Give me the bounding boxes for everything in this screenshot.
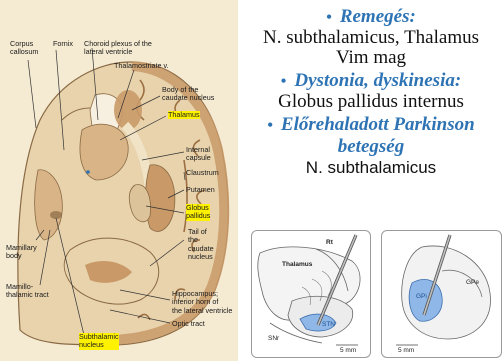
label-gpi: GPi (416, 293, 427, 300)
target-list: • Remegés: N. subthalamicus, Thalamus Vim… (238, 6, 504, 179)
label-rt: Rt (326, 239, 333, 246)
scale-bar-label: 5 mm (340, 347, 356, 354)
label-gpe: GPe (466, 279, 479, 286)
bullet-item-tremor: • Remegés: N. subthalamicus, Thalamus Vim… (238, 6, 504, 68)
label-mamillothalamic-tract: Mamillo- thalamic tract (6, 283, 49, 300)
label-tail-caudate-nucleus: Tail of the caudate nucleus (188, 228, 214, 262)
scale-bar-label: 5 mm (398, 347, 414, 354)
bullet-heading: Előrehaladott Parkinson betegség (281, 114, 475, 157)
bullet-heading: Remegés: (340, 6, 416, 27)
label-mamillary-body: Mamillary body (6, 244, 37, 261)
bullet-icon: • (281, 73, 287, 90)
gpi-schematic-drawing (382, 231, 501, 357)
bullet-body: N. subthalamicus, Thalamus Vim mag (238, 28, 504, 68)
bullet-item-dystonia: • Dystonia, dyskinesia: Globus pallidus i… (238, 70, 504, 112)
label-claustrum: Claustrum (186, 169, 219, 177)
label-choroid-plexus: Choroid plexus of the lateral ventricle (84, 40, 152, 57)
label-stn: STN (322, 321, 335, 328)
label-subthalamic-nucleus: Subthalamic nucleus (79, 333, 119, 350)
bullet-icon: • (326, 9, 332, 26)
label-corpus-callosum: Corpus callosum (10, 40, 38, 57)
bullet-body: N. subthalamicus (238, 157, 504, 179)
stn-electrode-panel: Rt Thalamus STN SNr 5 mm (251, 230, 371, 358)
label-snr: SNr (268, 335, 279, 342)
label-optic-tract: Optic tract (172, 320, 205, 328)
label-hippocampus: Hippocampus; inferior horn of the latera… (172, 290, 232, 315)
bullet-heading: Dystonia, dyskinesia: (294, 70, 461, 91)
label-globus-pallidus: Globus pallidus (186, 204, 210, 221)
label-thalamus: Thalamus (168, 111, 200, 119)
brain-atlas-figure: Corpus callosum Fornix Choroid plexus of… (0, 0, 238, 361)
label-thalamostriate-vein: Thalamostriate v. (114, 62, 169, 70)
label-body-caudate-nucleus: Body of the caudate nucleus (162, 86, 214, 103)
bullet-icon: • (267, 117, 273, 134)
gpi-electrode-panel: GPe GPi 5 mm (381, 230, 502, 358)
bullet-body: Globus pallidus internus (238, 92, 504, 112)
label-fornix: Fornix (53, 40, 73, 48)
label-thalamus-panel: Thalamus (282, 261, 312, 268)
label-internal-capsule: Internal capsule (186, 146, 211, 163)
label-putamen: Putamen (186, 186, 215, 194)
bullet-item-parkinson: • Előrehaladott Parkinson betegség N. sub… (238, 114, 504, 179)
